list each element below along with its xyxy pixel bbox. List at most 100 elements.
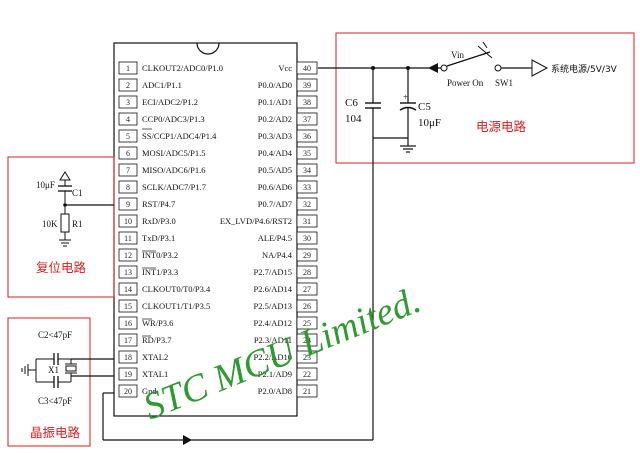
pin-box [296, 78, 318, 92]
pin-box [296, 316, 318, 330]
switch-terminal-left [440, 64, 448, 72]
pin-number: 36 [303, 132, 311, 141]
pin-box [118, 282, 138, 296]
pin-number: 9 [126, 200, 130, 209]
pin-number: 29 [303, 251, 311, 260]
pin-number: 33 [303, 183, 311, 192]
pin-number: 18 [124, 353, 132, 362]
switch-blade [446, 51, 491, 67]
pin-box [296, 61, 318, 75]
pin-number: 19 [124, 370, 132, 379]
pin-label: CLKOUT0/T0/P3.4 [142, 284, 211, 294]
pin-number: 40 [303, 64, 311, 73]
pin-box [296, 265, 318, 279]
pin-label: MISO/ADC6/P1.6 [142, 165, 206, 175]
c1-value: 10μF [36, 180, 55, 190]
left-pin-1: 1 CLKOUT2/ADC0/P1.0 [118, 61, 223, 75]
pin-number: 6 [126, 149, 130, 158]
pin-label: CLKOUT1/T1/P3.5 [142, 301, 210, 311]
left-pin-9: 9 RST/P4.7 [118, 197, 175, 211]
pin-label: P0.4/AD4 [258, 148, 293, 158]
switch-cross-2 [482, 41, 488, 49]
pin-box [296, 129, 318, 143]
pin-number: 38 [303, 98, 311, 107]
pin-number: 27 [303, 285, 311, 294]
pin-label: RxD/P3.0 [142, 216, 176, 226]
pin-label: MOSI/ADC5/P1.5 [142, 148, 206, 158]
right-pin-group: 40Vcc39P0.0/AD038P0.1/AD137P0.2/AD236P0.… [220, 61, 318, 398]
pin-number: 2 [126, 81, 130, 90]
pin-label: P0.6/AD6 [258, 182, 292, 192]
pin-box [118, 146, 138, 160]
pin-number: 21 [303, 387, 311, 396]
gnd-arrow [183, 435, 192, 445]
reset-box [7, 156, 115, 298]
crystal-circuit: C2<47pF C3<47pF X1 晶振电路 [7, 317, 114, 447]
pin-box [296, 367, 318, 381]
pin-box [296, 95, 318, 109]
left-pin-17: 17 RD/P3.7 [118, 333, 172, 347]
pin-label: Gnd [142, 386, 157, 396]
power-on-label: Power On [447, 78, 484, 88]
pin-number: 31 [303, 217, 311, 226]
sw1-label: SW1 [495, 78, 513, 88]
pin-label: ECI/ADC2/P1.2 [142, 97, 198, 107]
vin-label: Vin [451, 50, 464, 60]
pin-label: XTAL2 [142, 352, 168, 362]
pin-number: 16 [124, 319, 132, 328]
pin-box [118, 197, 138, 211]
crystal-circuit-title: 晶振电路 [30, 425, 81, 440]
c6-name: C6 [345, 97, 358, 109]
pin-label: P0.5/AD5 [258, 165, 292, 175]
pin-number: 15 [124, 302, 132, 311]
pin-number: 5 [126, 132, 130, 141]
left-pin-20: 20 Gnd [118, 384, 157, 398]
c5-value: 10μF [418, 117, 441, 129]
pin-box [296, 197, 318, 211]
pin-number: 24 [303, 336, 311, 345]
pin-number: 10 [124, 217, 132, 226]
c5-name: C5 [418, 101, 431, 113]
pin-box [118, 367, 138, 381]
right-pin-24: 24 P2.3/AD11 [254, 333, 318, 347]
left-pin-15: 15 CLKOUT1/T1/P3.5 [118, 299, 210, 313]
pin-label: WR/P3.6 [142, 318, 173, 328]
pin-label: RD/P3.7 [142, 335, 172, 345]
pin-label: RST/P4.7 [142, 199, 175, 209]
pin-label: P0.2/AD2 [258, 114, 292, 124]
pin-number: 22 [303, 370, 311, 379]
pin-label: CLKOUT2/ADC0/P1.0 [142, 63, 223, 73]
pin-number: 20 [124, 387, 132, 396]
r1-body [60, 213, 70, 233]
c6-value: 104 [345, 113, 362, 125]
pin-number: 17 [124, 336, 132, 345]
pin-number: 1 [126, 64, 130, 73]
crystal-box [7, 317, 91, 447]
switch-terminal-right [494, 64, 502, 72]
pin-box [296, 350, 318, 364]
pin-label: Vcc [278, 63, 292, 73]
pin-label: P2.7/AD15 [254, 267, 293, 277]
pin-box [118, 129, 138, 143]
pin-box [296, 146, 318, 160]
pin-box [296, 163, 318, 177]
pin-number: 13 [124, 268, 132, 277]
c5-plate-bottom [399, 106, 417, 111]
pin-box [118, 299, 138, 313]
pin-label: ALE/P4.5 [258, 233, 292, 243]
pin-box [296, 299, 318, 313]
pin-label: P2.3/AD11 [254, 335, 292, 345]
